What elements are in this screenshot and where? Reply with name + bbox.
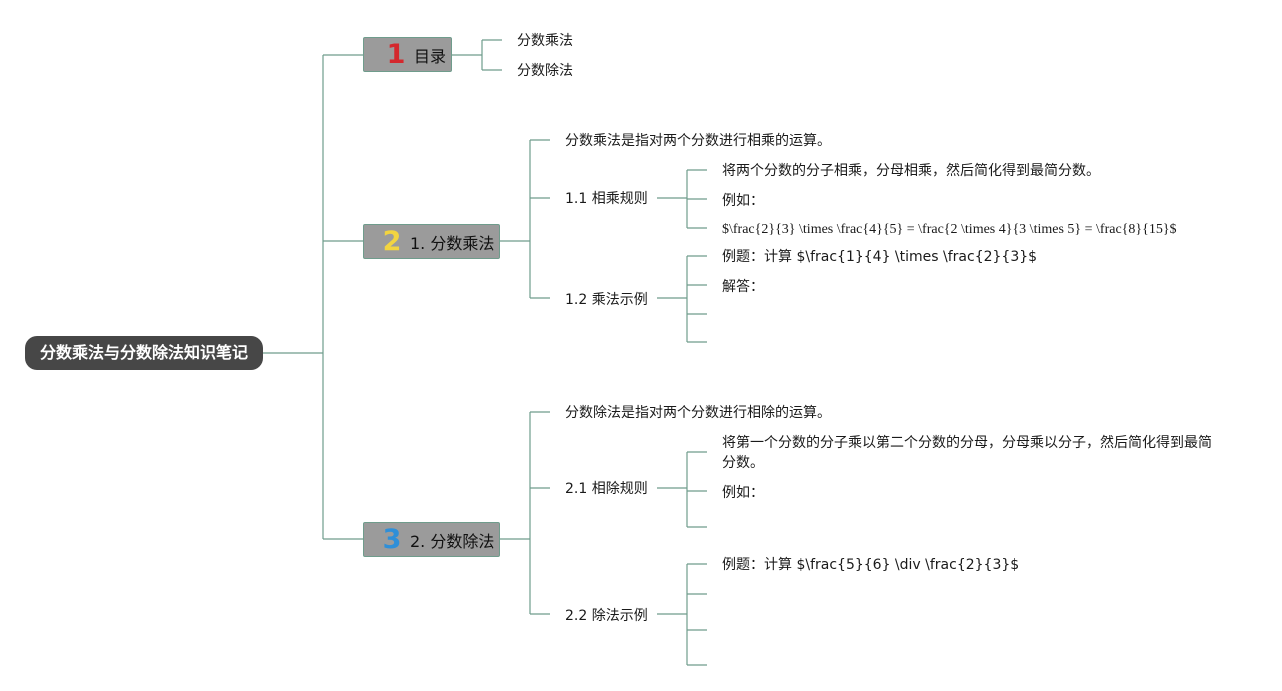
branch-node-multiplication[interactable]: 2 1. 分数乘法: [363, 224, 500, 259]
leaf-division-problem[interactable]: 例题：计算 $\frac{5}{6} \div \frac{2}{3}$: [722, 557, 1020, 573]
subtopic-multiplication-example[interactable]: 1.2 乘法示例: [565, 292, 648, 308]
leaf-answer-label[interactable]: 解答：: [722, 279, 764, 295]
division-definition[interactable]: 分数除法是指对两个分数进行相除的运算。: [565, 405, 831, 421]
leaf-multiplication-problem[interactable]: 例题：计算 $\frac{1}{4} \times \frac{2}{3}$: [722, 249, 1038, 265]
leaf-division-rule-text[interactable]: 将第一个分数的分子乘以第二个分数的分母，分母乘以分子，然后简化得到最简分数。: [722, 435, 1212, 471]
branch-label: 1. 分数乘法: [410, 233, 495, 253]
subtopic-division-example[interactable]: 2.2 除法示例: [565, 608, 648, 624]
leaf-example-label[interactable]: 例如：: [722, 193, 764, 209]
multiplication-definition[interactable]: 分数乘法是指对两个分数进行相乘的运算。: [565, 133, 831, 149]
leaf-multiplication-rule-text[interactable]: 将两个分数的分子相乘，分母相乘，然后简化得到最简分数。: [722, 163, 1100, 179]
branch-label: 2. 分数除法: [410, 531, 495, 551]
branch-node-contents[interactable]: 1 目录: [363, 37, 452, 72]
number-two-icon: 2: [382, 225, 402, 257]
topic-fraction-division[interactable]: 分数除法: [517, 63, 573, 79]
leaf-example-label[interactable]: 例如：: [722, 485, 764, 501]
subtopic-multiplication-rule[interactable]: 1.1 相乘规则: [565, 191, 648, 207]
topic-fraction-multiplication[interactable]: 分数乘法: [517, 33, 573, 49]
root-node[interactable]: 分数乘法与分数除法知识笔记: [25, 336, 263, 370]
leaf-multiplication-formula[interactable]: $\frac{2}{3} \times \frac{4}{5} = \frac{…: [722, 222, 1177, 237]
number-one-icon: 1: [386, 38, 406, 70]
subtopic-division-rule[interactable]: 2.1 相除规则: [565, 481, 648, 497]
branch-label: 目录: [414, 46, 447, 66]
root-title: 分数乘法与分数除法知识笔记: [39, 343, 248, 362]
branch-node-division[interactable]: 3 2. 分数除法: [363, 522, 500, 557]
number-three-icon: 3: [382, 523, 402, 555]
